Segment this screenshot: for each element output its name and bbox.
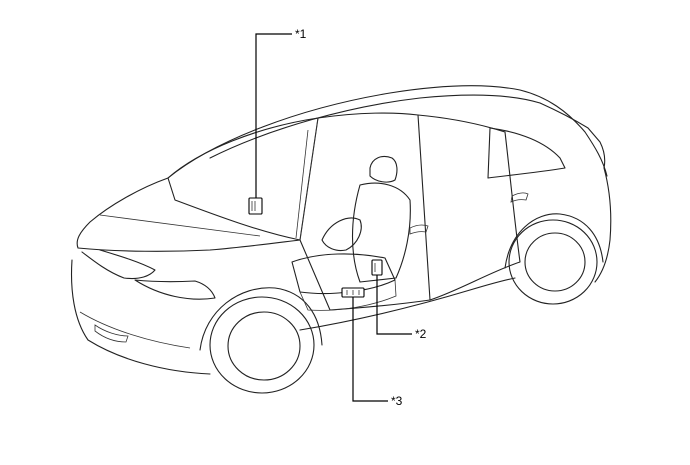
rear-wheel-arch — [504, 213, 604, 269]
front-bumper-lower — [79, 311, 191, 349]
roof-rail — [209, 94, 541, 159]
roof-line — [167, 85, 608, 179]
a-pillar — [299, 117, 319, 241]
component-3 — [341, 287, 365, 298]
callout-label-3: *3 — [391, 394, 403, 408]
front-door-handle — [409, 224, 429, 235]
side-sill — [299, 277, 516, 331]
component-1-body — [248, 197, 263, 215]
leader-line-2 — [376, 275, 412, 335]
component-2-body — [371, 259, 383, 276]
component-1 — [248, 197, 263, 215]
rear-tire — [508, 219, 598, 305]
front-wheel — [209, 296, 315, 394]
front-bumper — [71, 259, 211, 375]
rear-door-handle — [510, 192, 529, 203]
fog-lamp — [94, 324, 129, 343]
leader-line-3 — [352, 297, 388, 402]
rear-door — [417, 114, 521, 301]
rear-spoiler — [539, 102, 606, 169]
hood-crease — [99, 214, 261, 237]
seat-headrest — [369, 155, 398, 183]
front-wheel-arch — [199, 287, 323, 351]
callout-label-1: *1 — [295, 27, 307, 41]
seat-side — [299, 279, 397, 311]
windshield — [167, 117, 319, 241]
a-pillar-inner — [295, 129, 309, 239]
seat-back — [352, 182, 411, 283]
steering-rim — [321, 217, 362, 252]
driver-seat — [291, 155, 411, 311]
steering-wheel — [321, 217, 362, 252]
headlamp — [134, 279, 216, 300]
rear-edge — [594, 167, 612, 283]
rear-window — [487, 127, 566, 179]
front-rim — [227, 311, 301, 381]
callout-label-2: *2 — [415, 327, 427, 341]
rear-wheel — [508, 219, 598, 305]
hood — [76, 177, 301, 252]
component-2 — [371, 259, 383, 276]
leader-line-1 — [255, 33, 292, 198]
front-grille — [81, 249, 156, 280]
front-tire — [209, 296, 315, 394]
vehicle-outline — [71, 85, 612, 375]
rear-rim — [524, 232, 586, 292]
